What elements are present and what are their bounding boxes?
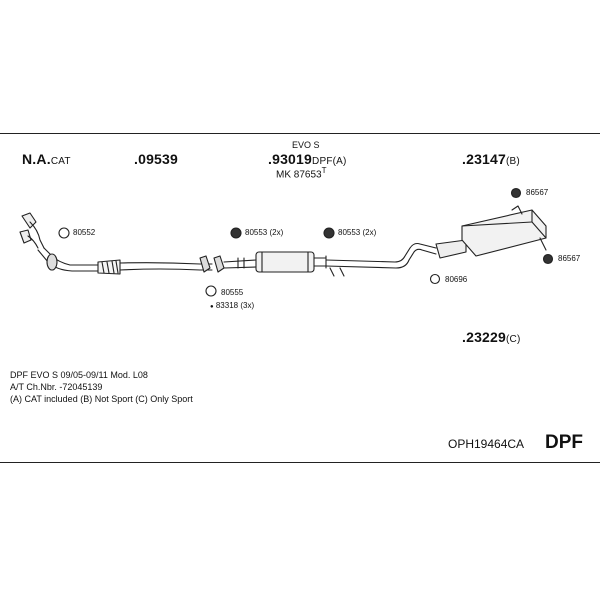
part-23147-suffix: (B): [506, 156, 520, 167]
part-23229-number: .23229: [462, 329, 507, 345]
part-87653-mark: T: [321, 166, 327, 175]
fitting-symbols: [58, 187, 554, 297]
fitting-83318-label: ● 83318 (3x): [210, 301, 255, 311]
dpf-drawing: [223, 251, 327, 273]
part-23147-label: .23147(B): [462, 152, 520, 167]
part-na-suffix: CAT: [50, 156, 71, 167]
rear-pipe-drawing: [325, 242, 437, 277]
part-23147-number: .23147: [462, 151, 507, 167]
part-87653-text: MK 87653: [276, 169, 322, 181]
part-93019-number: .93019: [268, 151, 313, 167]
system-type: DPF: [545, 432, 583, 453]
part-93019-top-note: EVO S: [292, 140, 320, 150]
part-23229-label: .23229(C): [462, 330, 521, 345]
part-na-number: N.A.: [22, 151, 51, 167]
fitting-80553-label-1: 80553 (2x): [245, 228, 284, 237]
fitting-86567-label-1: 86567: [526, 188, 549, 197]
fitting-80553-label-2: 80553 (2x): [338, 228, 377, 237]
rear-silencer-drawing: [435, 205, 547, 259]
part-23229-suffix: (C): [506, 334, 521, 345]
fitting-80696-label: 80696: [445, 275, 468, 284]
part-na-label: N.A.CAT: [22, 152, 71, 167]
note-line-1: DPF EVO S 09/05-09/11 Mod. L08: [10, 370, 148, 380]
diagram-frame: [0, 133, 600, 463]
fitting-80552-label: 80552: [73, 228, 96, 237]
front-pipe-drawing: [19, 212, 213, 275]
part-93019-label: .93019DPF(A): [268, 152, 347, 167]
fitting-80555-label: 80555: [221, 288, 244, 297]
part-09539-label: .09539: [134, 151, 179, 167]
note-line-2: A/T Ch.Nbr. -72045139: [10, 382, 103, 392]
part-87653-label: MK 87653T: [276, 167, 326, 180]
fitting-86567-label-2: 86567: [558, 254, 581, 263]
part-93019-suffix: DPF(A): [312, 156, 347, 167]
fitting-83318-text: 83318 (3x): [215, 301, 255, 310]
note-line-3: (A) CAT included (B) Not Sport (C) Only …: [10, 394, 193, 404]
catalog-code: OPH19464CA: [448, 437, 525, 451]
